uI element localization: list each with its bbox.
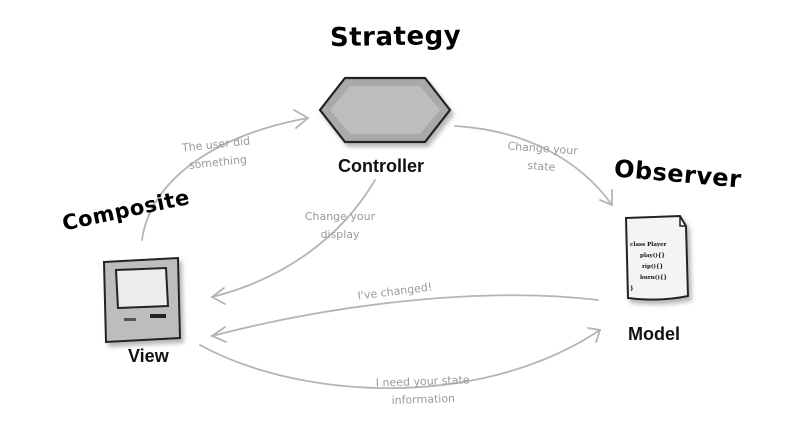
code-line-5: } <box>630 286 634 292</box>
code-line-2: play(){} <box>640 252 665 259</box>
arrow-controller-to-model <box>454 125 613 207</box>
controller-label: Controller <box>338 156 425 176</box>
model-label: Model <box>628 324 680 344</box>
controller-icon <box>318 76 452 144</box>
arrow-controller-to-view <box>210 179 376 305</box>
code-line-3: rip(){} <box>642 263 664 270</box>
code-line-4: burn(){} <box>640 274 667 281</box>
code-line-1: class Player <box>630 242 667 248</box>
model-document-icon: class Player play(){} rip(){} burn(){} } <box>624 214 690 301</box>
arrow-model-to-view <box>210 294 599 343</box>
strategy-label: Strategy <box>329 20 462 54</box>
arrow-view-to-controller <box>141 109 310 241</box>
view-label: View <box>128 346 169 366</box>
arrow-view-to-model <box>199 327 602 390</box>
view-computer-icon <box>102 256 182 344</box>
